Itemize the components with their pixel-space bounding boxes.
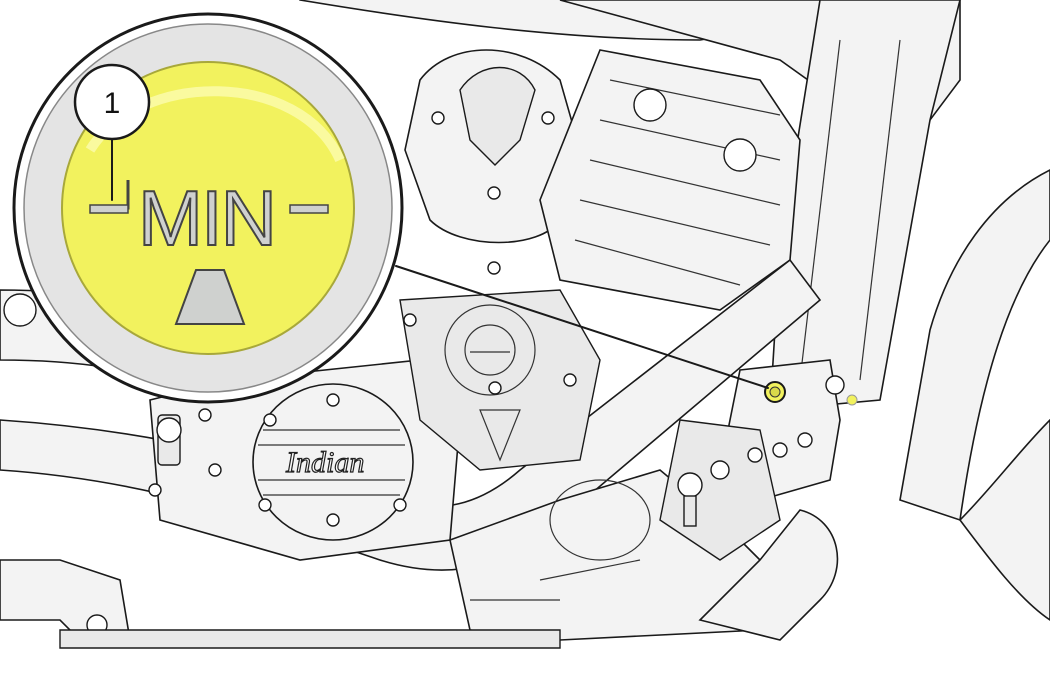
oil-reservoir	[659, 359, 845, 641]
level-indicator-mark	[174, 269, 246, 325]
front-cylinder	[539, 49, 801, 311]
primary-cover: Indian	[148, 359, 461, 561]
sight-glass-location	[764, 381, 858, 406]
min-level-text: MIN	[138, 174, 275, 262]
callout-number: 1	[104, 87, 121, 120]
indian-logo-text: Indian	[285, 446, 364, 479]
zoom-detail-circle: MIN	[12, 12, 404, 404]
air-cleaner-cover	[404, 49, 581, 275]
foot-peg-linkage	[0, 559, 561, 649]
front-fender	[899, 169, 1050, 621]
fill-plug	[3, 293, 182, 466]
crankcase-cover	[399, 289, 601, 471]
leader-line	[395, 265, 769, 389]
callout-1: 1	[73, 63, 151, 141]
